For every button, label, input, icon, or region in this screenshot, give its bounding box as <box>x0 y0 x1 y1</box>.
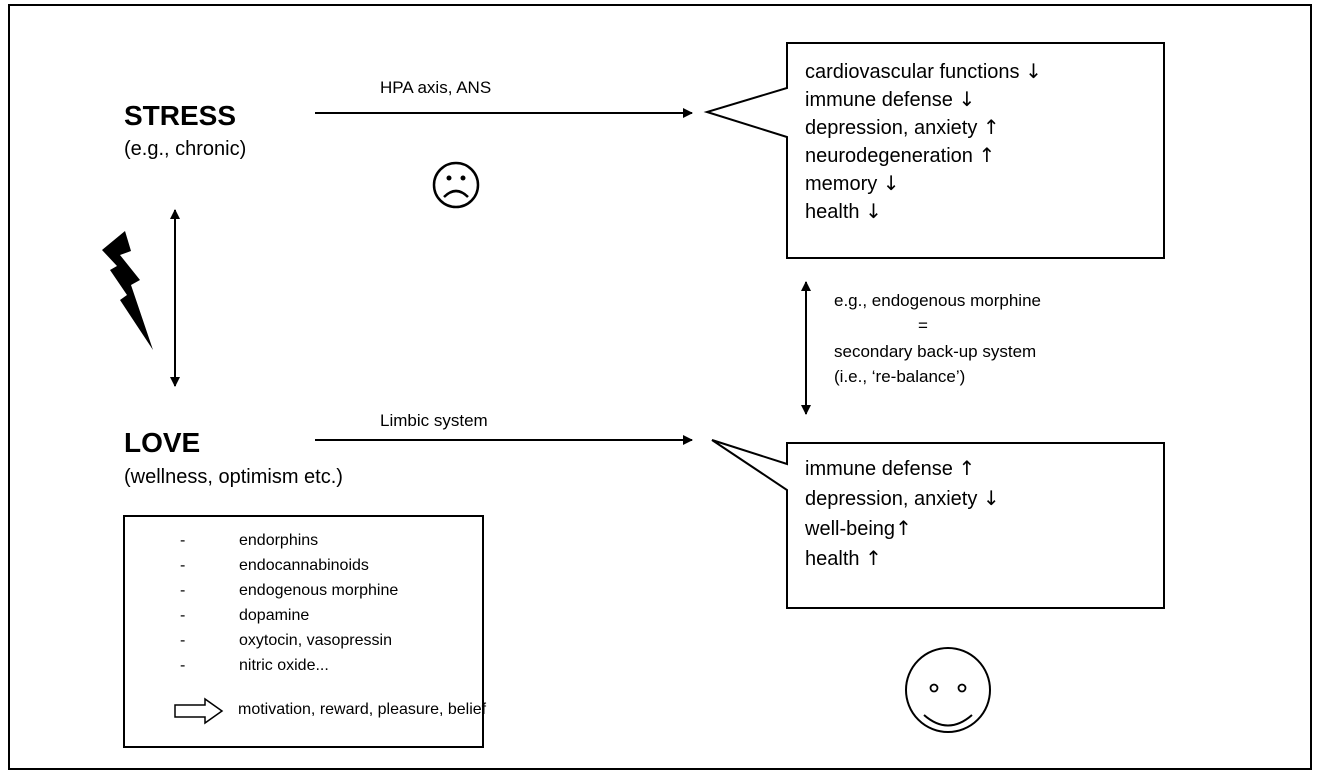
up-arrow-icon: ↑ <box>978 143 996 167</box>
stress-effects-list: cardiovascular functions ↓ immune defens… <box>805 58 1042 226</box>
effect-text: neurodegeneration <box>805 145 973 167</box>
list-item: - dopamine <box>180 603 398 628</box>
list-item: - nitric oxide... <box>180 653 398 678</box>
effect-item: memory ↓ <box>805 170 1042 198</box>
list-item: - endocannabinoids <box>180 553 398 578</box>
effect-item: depression, anxiety ↑ <box>805 114 1042 142</box>
molecules-list: - endorphins - endocannabinoids - endogenou… <box>180 528 398 678</box>
bullet-dash: - <box>180 632 186 649</box>
bullet-dash: - <box>180 532 186 549</box>
sad-face-icon <box>432 161 480 209</box>
molecule-name: endocannabinoids <box>239 557 369 574</box>
effect-text: health <box>805 201 860 223</box>
effect-text: well-being <box>805 518 896 540</box>
love-effects-callout <box>711 439 1165 609</box>
list-item: - endogenous morphine <box>180 578 398 603</box>
molecule-name: endorphins <box>239 532 319 549</box>
bullet-dash: - <box>180 582 186 599</box>
love-effects-list: immune defense ↑ depression, anxiety ↓ w… <box>805 454 1000 574</box>
down-arrow-icon: ↓ <box>882 171 900 195</box>
up-arrow-icon: ↑ <box>982 115 1000 139</box>
effect-text: cardiovascular functions <box>805 61 1020 83</box>
backup-line-1: e.g., endogenous morphine <box>834 291 1041 310</box>
stress-subtitle: (e.g., chronic) <box>124 138 247 160</box>
effect-item: immune defense ↑ <box>805 454 1000 484</box>
bullet-dash: - <box>180 557 186 574</box>
lightning-bolt-icon <box>102 231 153 350</box>
effect-item: neurodegeneration ↑ <box>805 142 1042 170</box>
list-item: - oxytocin, vasopressin <box>180 628 398 653</box>
effect-text: depression, anxiety <box>805 117 978 139</box>
hollow-right-arrow-icon <box>174 697 224 725</box>
effect-text: memory <box>805 173 878 195</box>
effect-item: cardiovascular functions ↓ <box>805 58 1042 86</box>
down-arrow-icon: ↓ <box>958 87 976 111</box>
bullet-dash: - <box>180 657 186 674</box>
effect-item: well-being↑ <box>805 514 1000 544</box>
effect-text: depression, anxiety <box>805 488 978 510</box>
happy-face-icon <box>905 647 991 733</box>
love-pathway-label: Limbic system <box>380 411 488 430</box>
outcome-text: motivation, reward, pleasure, belief <box>238 701 487 718</box>
up-arrow-icon: ↑ <box>958 456 976 480</box>
bullet-dash: - <box>180 607 186 624</box>
molecule-name: nitric oxide... <box>239 657 329 674</box>
molecule-name: endogenous morphine <box>239 582 399 599</box>
down-arrow-icon: ↓ <box>982 486 1000 510</box>
down-arrow-icon: ↓ <box>1025 59 1042 83</box>
backup-line-3: secondary back-up system <box>834 342 1037 361</box>
backup-line-4: (i.e., ‘re-balance’) <box>834 367 966 386</box>
effect-item: health ↑ <box>805 544 1000 574</box>
effect-text: immune defense <box>805 458 953 480</box>
stress-title: STRESS <box>124 100 237 131</box>
effect-item: depression, anxiety ↓ <box>805 484 1000 514</box>
diagram-frame <box>8 4 1312 770</box>
stress-pathway-label: HPA axis, ANS <box>380 78 492 97</box>
effect-text: immune defense <box>805 89 953 111</box>
molecule-name: dopamine <box>239 607 310 624</box>
list-item: - endorphins <box>180 528 398 553</box>
up-arrow-icon: ↑ <box>895 516 912 540</box>
molecule-name: oxytocin, vasopressin <box>239 632 392 649</box>
down-arrow-icon: ↓ <box>865 199 882 223</box>
effect-item: immune defense ↓ <box>805 86 1042 114</box>
effect-text: health <box>805 548 860 570</box>
effect-item: health ↓ <box>805 198 1042 226</box>
up-arrow-icon: ↑ <box>865 546 882 570</box>
love-subtitle: (wellness, optimism etc.) <box>124 466 343 488</box>
love-title: LOVE <box>124 427 201 458</box>
backup-equals: = <box>918 316 928 335</box>
